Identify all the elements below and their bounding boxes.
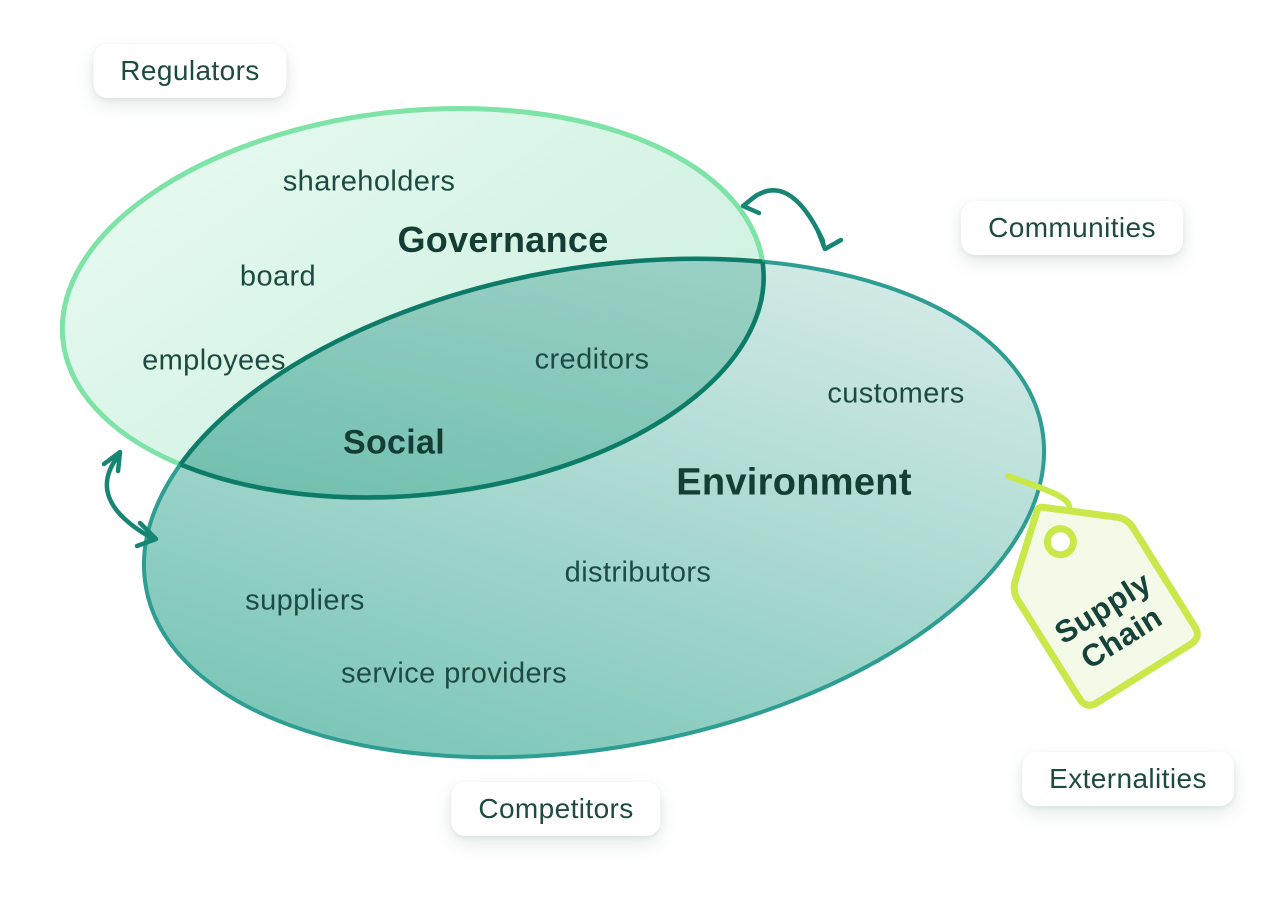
governance-title: Governance xyxy=(397,219,609,260)
competitors-card: Competitors xyxy=(451,782,661,836)
overlap-border-governance-side xyxy=(104,192,766,500)
externalities-card: Externalities xyxy=(1022,752,1234,806)
communities-card: Communities xyxy=(961,201,1183,255)
supply-chain-tag: Supply Chain xyxy=(1010,503,1201,709)
regulators-card: Regulators xyxy=(93,44,287,98)
curved-arrow-left-icon xyxy=(101,449,159,549)
social-title: Social xyxy=(343,423,445,462)
environment-item-customers: customers xyxy=(827,377,965,410)
overlap-border-environment-side xyxy=(141,256,784,531)
tag-hole xyxy=(1043,525,1077,559)
governance-item-shareholders: shareholders xyxy=(282,165,456,198)
governance-item-board: board xyxy=(239,260,317,293)
governance-item-employees: employees xyxy=(142,344,286,377)
environment-item-distributors: distributors xyxy=(564,556,712,589)
environment-title: Environment xyxy=(676,461,912,504)
overlap-item-creditors: creditors xyxy=(534,343,650,376)
environment-item-suppliers: suppliers xyxy=(245,584,365,617)
curved-arrow-top-icon xyxy=(740,188,844,252)
environment-item-service-providers: service providers xyxy=(341,657,567,690)
